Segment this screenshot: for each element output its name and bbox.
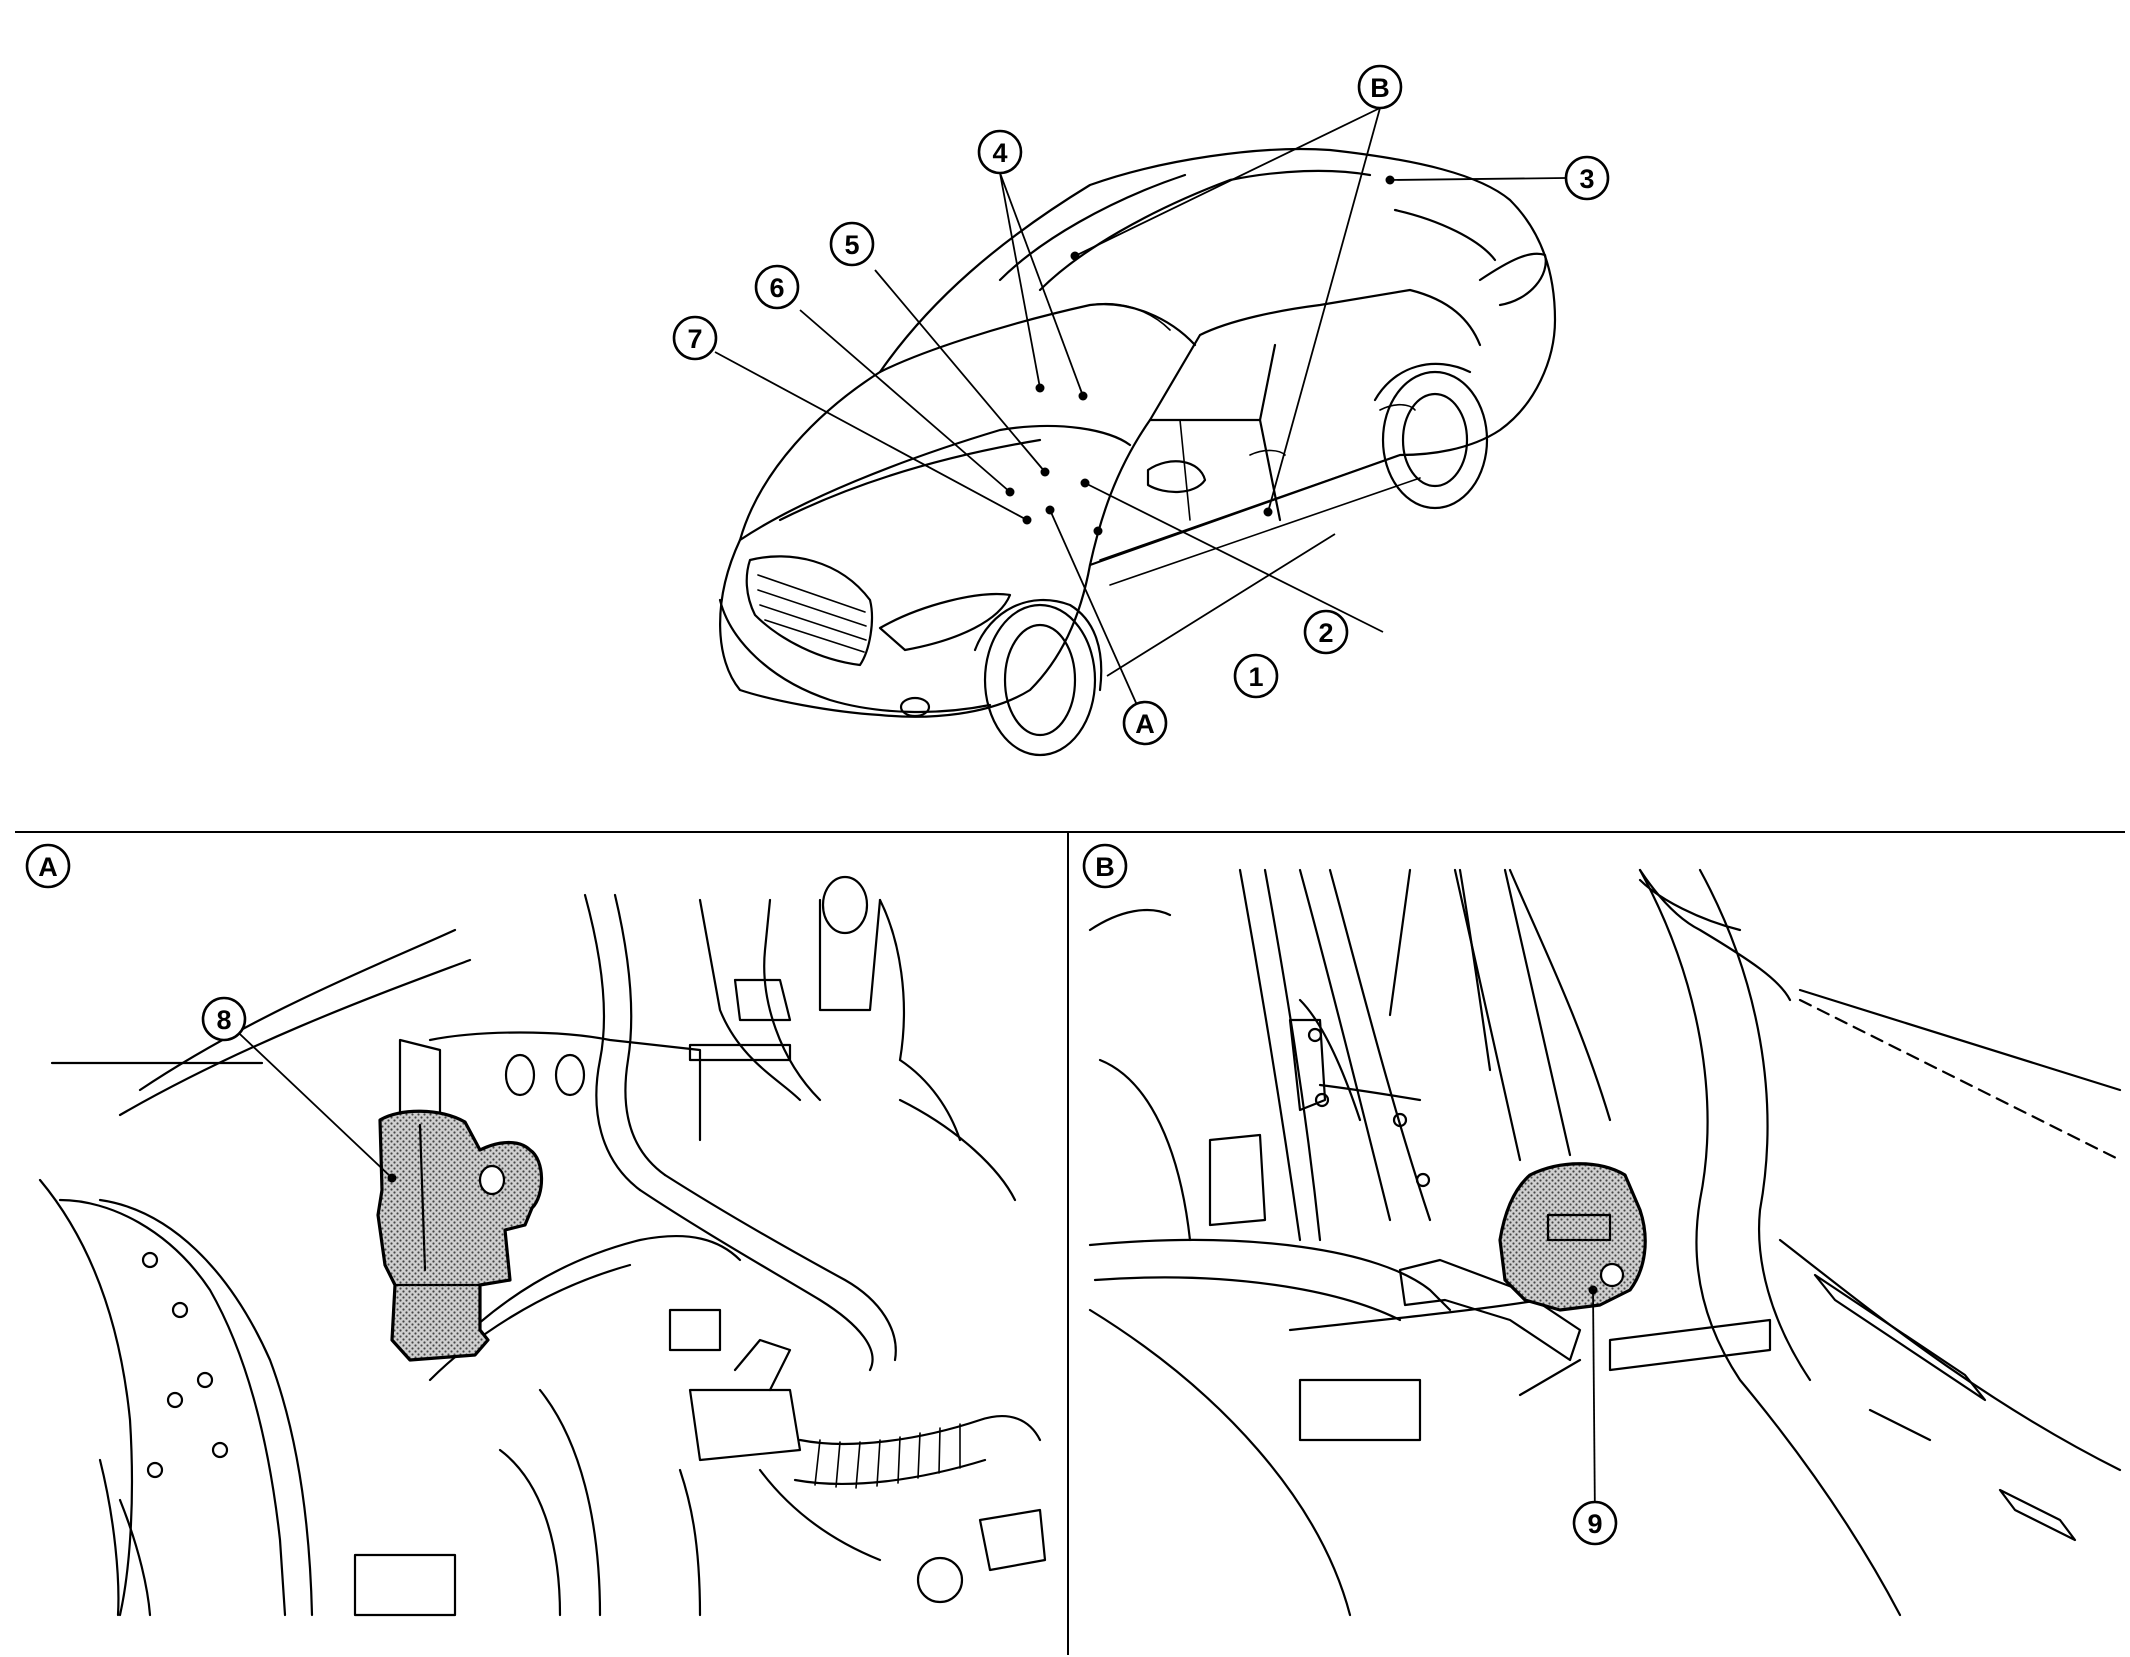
overview-leader-lines — [714, 107, 1566, 724]
svg-text:2: 2 — [1318, 618, 1333, 648]
b-pillar-linework — [1088, 868, 2122, 1617]
svg-text:A: A — [38, 852, 58, 882]
svg-text:9: 9 — [1587, 1509, 1602, 1539]
overview-location-dots — [1005, 175, 1395, 536]
panel-a-label: A — [25, 843, 71, 889]
svg-text:A: A — [1135, 709, 1155, 739]
callout-3: 3 — [1564, 155, 1610, 201]
svg-text:3: 3 — [1579, 164, 1594, 194]
svg-text:5: 5 — [844, 230, 859, 260]
detail-panel-b: B — [1082, 843, 2122, 1617]
callout-B: B — [1357, 64, 1403, 110]
callout-1: 1 — [1233, 653, 1279, 699]
callout-2: 2 — [1303, 609, 1349, 655]
vehicle-outline — [718, 147, 1557, 757]
component-8-sensor — [376, 1109, 544, 1362]
callout-A: A — [1122, 700, 1168, 746]
svg-text:8: 8 — [216, 1005, 231, 1035]
callout-5: 5 — [829, 221, 875, 267]
svg-text:B: B — [1370, 73, 1390, 103]
svg-text:1: 1 — [1248, 662, 1263, 692]
svg-text:B: B — [1095, 852, 1115, 882]
callout-6: 6 — [754, 264, 800, 310]
callout-4: 4 — [977, 129, 1023, 175]
callout-8: 8 — [201, 996, 247, 1042]
detail-panels-frame — [15, 831, 2125, 1655]
component-9-module — [1498, 1162, 1647, 1312]
svg-text:4: 4 — [992, 138, 1007, 168]
engine-bay-linework — [38, 875, 1047, 1617]
callout-9: 9 — [1572, 1500, 1618, 1546]
panel-b-label: B — [1082, 843, 1128, 889]
callout-7: 7 — [672, 315, 718, 361]
detail-panel-a: A — [25, 843, 1047, 1617]
svg-text:6: 6 — [769, 273, 784, 303]
svg-text:7: 7 — [687, 324, 702, 354]
